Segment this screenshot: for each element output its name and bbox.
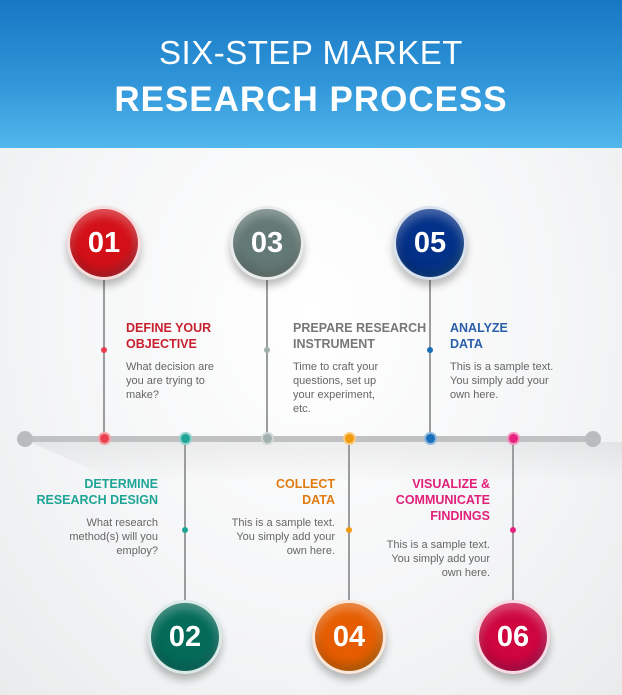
step-description: What decision are you are trying to make… xyxy=(126,361,215,401)
timeline-bar xyxy=(24,436,592,442)
connector-dot xyxy=(101,347,107,353)
step-title: DEFINE YOUR OBJECTIVE xyxy=(126,321,212,351)
timeline-marker xyxy=(179,432,192,445)
step-number: 05 xyxy=(413,226,447,259)
timeline-marker xyxy=(507,432,520,445)
step-title: COLLECT DATA xyxy=(275,477,335,507)
step-title: DETERMINE RESEARCH DESIGN xyxy=(36,477,158,507)
timeline-marker xyxy=(261,432,274,445)
step-connector xyxy=(103,270,105,438)
step-number-badge: 01 xyxy=(67,206,141,280)
connector-dot xyxy=(346,527,352,533)
step-number-badge: 02 xyxy=(148,600,222,674)
header-banner: SIX-STEP MARKET RESEARCH PROCESS xyxy=(0,0,622,148)
step-number-badge: 06 xyxy=(476,600,550,674)
step-description: This is a sample text. You simply add yo… xyxy=(231,517,335,557)
title-line-1: SIX-STEP MARKET xyxy=(159,34,463,71)
step-number-badge: 05 xyxy=(393,206,467,280)
step-connector xyxy=(512,440,514,610)
timeline-shadow xyxy=(30,442,622,482)
step-number-badge: 04 xyxy=(312,600,386,674)
step-description: This is a sample text. You simply add yo… xyxy=(386,539,490,579)
connector-dot xyxy=(427,347,433,353)
step-connector xyxy=(348,440,350,610)
step-title: VISUALIZE & COMMUNICATE FINDINGS xyxy=(395,477,490,523)
step-description: What research method(s) will you employ? xyxy=(69,517,158,557)
step-number-badge: 03 xyxy=(230,206,304,280)
step-connector xyxy=(266,270,268,438)
step-text: VISUALIZE & COMMUNICATE FINDINGS This is … xyxy=(340,476,490,580)
step-connector xyxy=(184,440,186,610)
timeline-start-cap xyxy=(17,431,33,447)
step-description: Time to craft your questions, set up you… xyxy=(293,361,379,415)
step-connector xyxy=(429,270,431,438)
step-description: This is a sample text. You simply add yo… xyxy=(450,361,554,401)
step-text: ANALYZE DATA This is a sample text. You s… xyxy=(450,320,600,402)
step-number: 01 xyxy=(87,226,121,259)
timeline-end-cap xyxy=(585,431,601,447)
step-number: 06 xyxy=(496,620,530,653)
connector-dot xyxy=(264,347,270,353)
step-number: 03 xyxy=(250,226,284,259)
step-title: PREPARE RESEARCH INSTRUMENT xyxy=(293,321,427,351)
step-text: DEFINE YOUR OBJECTIVE What decision are y… xyxy=(126,320,276,402)
title-line-2: RESEARCH PROCESS xyxy=(114,80,508,119)
timeline-marker xyxy=(343,432,356,445)
timeline-marker xyxy=(98,432,111,445)
connector-dot xyxy=(510,527,516,533)
step-number: 04 xyxy=(332,620,366,653)
step-title: ANALYZE DATA xyxy=(450,321,508,351)
step-text: DETERMINE RESEARCH DESIGN What research m… xyxy=(8,476,158,558)
connector-dot xyxy=(182,527,188,533)
timeline-marker xyxy=(424,432,437,445)
step-number: 02 xyxy=(168,620,202,653)
step-text: PREPARE RESEARCH INSTRUMENT Time to craft… xyxy=(293,320,443,416)
step-text: COLLECT DATA This is a sample text. You s… xyxy=(185,476,335,558)
